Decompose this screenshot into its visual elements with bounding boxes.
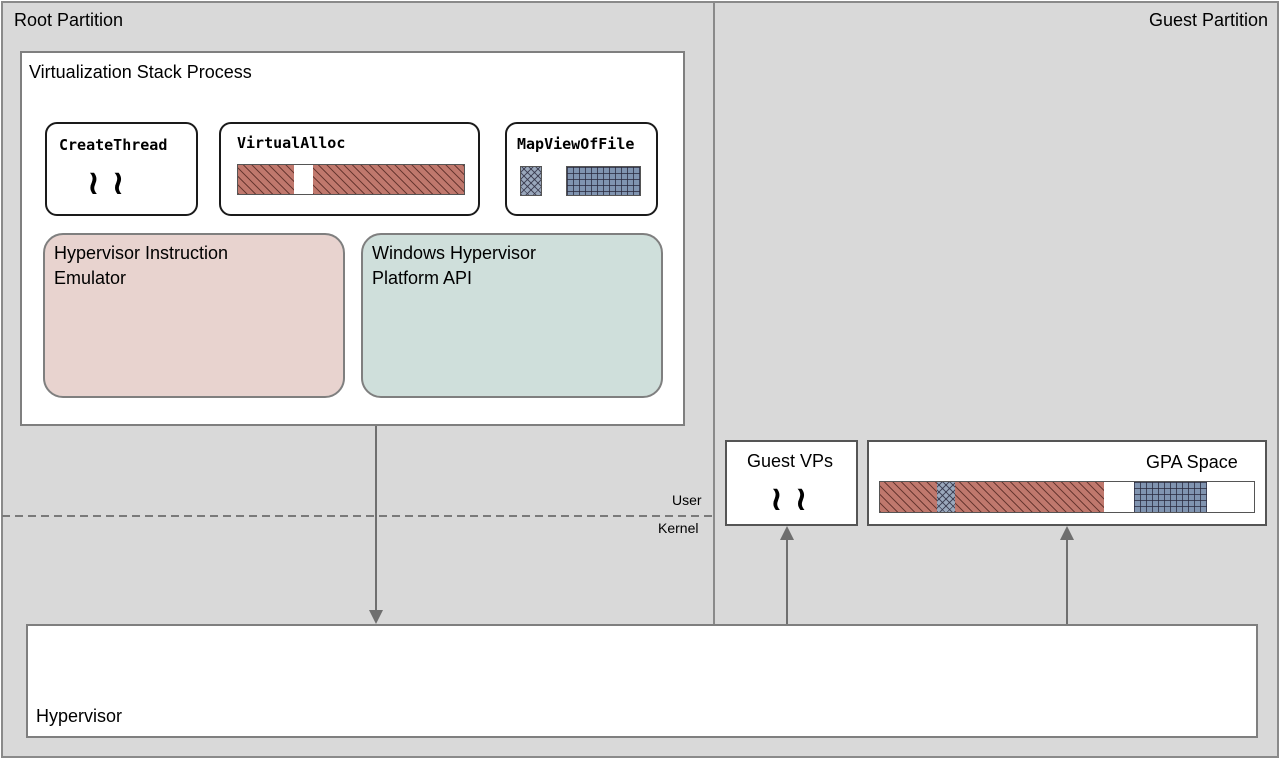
- process-title: Virtualization Stack Process: [29, 62, 252, 82]
- hypervisor-platform-api-box: Windows Hypervisor Platform API: [361, 233, 663, 398]
- createthread-label: CreateThread: [59, 136, 168, 154]
- emulator-label-line2: Emulator: [54, 268, 127, 288]
- emulator-label-line1: Hypervisor Instruction: [54, 243, 229, 263]
- mapped-small-region: [520, 166, 542, 196]
- whp-label-line1: Windows Hypervisor: [372, 243, 537, 263]
- createthread-box: CreateThread ≀ ≀: [45, 122, 198, 216]
- allocated-region: [238, 165, 294, 194]
- guest-vps-title: Guest VPs: [747, 451, 834, 471]
- thread-wave-icon: ≀ ≀: [87, 163, 125, 203]
- guest-vps-box: Guest VPs ≀ ≀: [725, 440, 858, 526]
- guest-vp-wave-icon: ≀ ≀: [770, 479, 808, 519]
- mapped-large-region: [566, 166, 641, 196]
- virtualization-stack-process: Virtualization Stack Process CreateThrea…: [20, 51, 685, 426]
- gpa-mapped-large-region: [1134, 482, 1207, 512]
- arrow-up-icon: [1060, 526, 1074, 540]
- arrow-up-icon: [780, 526, 794, 540]
- kernel-mode-label: Kernel: [658, 520, 699, 536]
- process-to-hypervisor-arrow: [375, 426, 377, 612]
- virtualalloc-box: VirtualAlloc: [219, 122, 480, 216]
- gpa-mapped-small-region: [937, 482, 955, 512]
- arrow-down-icon: [369, 610, 383, 624]
- hypervisor-to-gpa-space-arrow: [1066, 540, 1068, 624]
- gpa-allocated-region: [955, 482, 1104, 512]
- partition-divider: [713, 2, 715, 626]
- hypervisor-label: Hypervisor: [36, 706, 123, 726]
- gpa-space-box: GPA Space: [867, 440, 1267, 526]
- virtualalloc-memory-bar: [237, 164, 465, 195]
- free-region: [294, 165, 313, 194]
- user-mode-label: User: [672, 492, 702, 508]
- mapviewoffile-label: MapViewOfFile: [517, 135, 635, 153]
- gpa-memory-bar: [879, 481, 1255, 513]
- hypervisor-box: Hypervisor: [26, 624, 1258, 738]
- gpa-free-region: [1207, 482, 1254, 512]
- gpa-allocated-region: [880, 482, 937, 512]
- mapviewoffile-box: MapViewOfFile: [505, 122, 658, 216]
- gpa-free-region: [1104, 482, 1134, 512]
- whp-label-line2: Platform API: [372, 268, 473, 288]
- guest-partition-title: Guest Partition: [1148, 10, 1268, 30]
- root-partition-title: Root Partition: [14, 10, 124, 30]
- hypervisor-to-guest-vps-arrow: [786, 540, 788, 624]
- instruction-emulator-box: Hypervisor Instruction Emulator: [43, 233, 345, 398]
- allocated-region: [313, 165, 464, 194]
- virtualalloc-label: VirtualAlloc: [237, 134, 346, 152]
- gpa-space-title: GPA Space: [1146, 452, 1238, 472]
